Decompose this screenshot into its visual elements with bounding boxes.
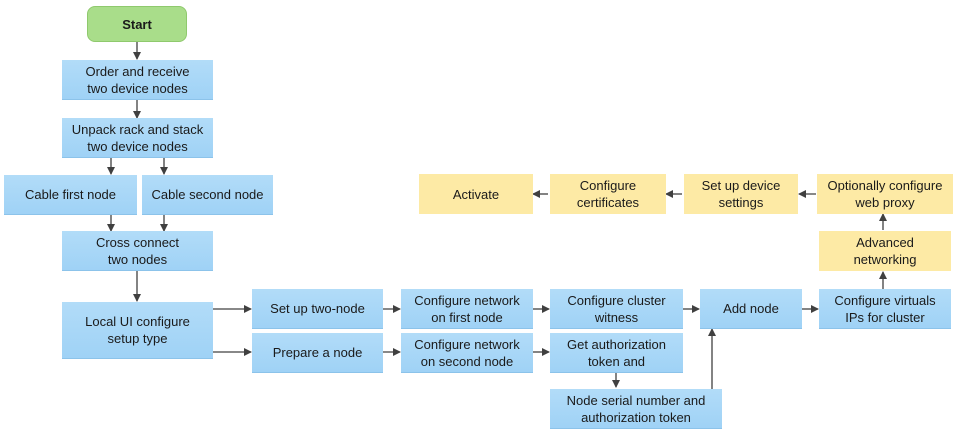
cable-first-node: Cable first node — [4, 175, 137, 215]
node-serial-number-node: Node serial number and authorization tok… — [550, 389, 722, 429]
device-settings-node: Set up device settings — [684, 174, 798, 214]
advanced-networking-node: Advanced networking — [819, 231, 951, 271]
configure-network-second-node: Configure network on second node — [401, 333, 533, 373]
configure-network-first-node: Configure network on first node — [401, 289, 533, 329]
activate-node: Activate — [419, 174, 533, 214]
local-ui-configure-node: Local UI configure setup type — [62, 302, 213, 359]
cable-second-node: Cable second node — [142, 175, 273, 215]
configure-certificates-node: Configure certificates — [550, 174, 666, 214]
web-proxy-node: Optionally configure web proxy — [817, 174, 953, 214]
setup-two-node-node: Set up two-node — [252, 289, 383, 329]
add-node-node: Add node — [700, 289, 802, 329]
order-receive-node: Order and receive two device nodes — [62, 60, 213, 100]
unpack-rack-node: Unpack rack and stack two device nodes — [62, 118, 213, 158]
prepare-node-node: Prepare a node — [252, 333, 383, 373]
get-authorization-token-node: Get authorization token and — [550, 333, 683, 373]
start-node: Start — [87, 6, 187, 42]
configure-cluster-witness-node: Configure cluster witness — [550, 289, 683, 329]
configure-virtual-ips-node: Configure virtuals IPs for cluster — [819, 289, 951, 329]
cross-connect-node: Cross connect two nodes — [62, 231, 213, 271]
